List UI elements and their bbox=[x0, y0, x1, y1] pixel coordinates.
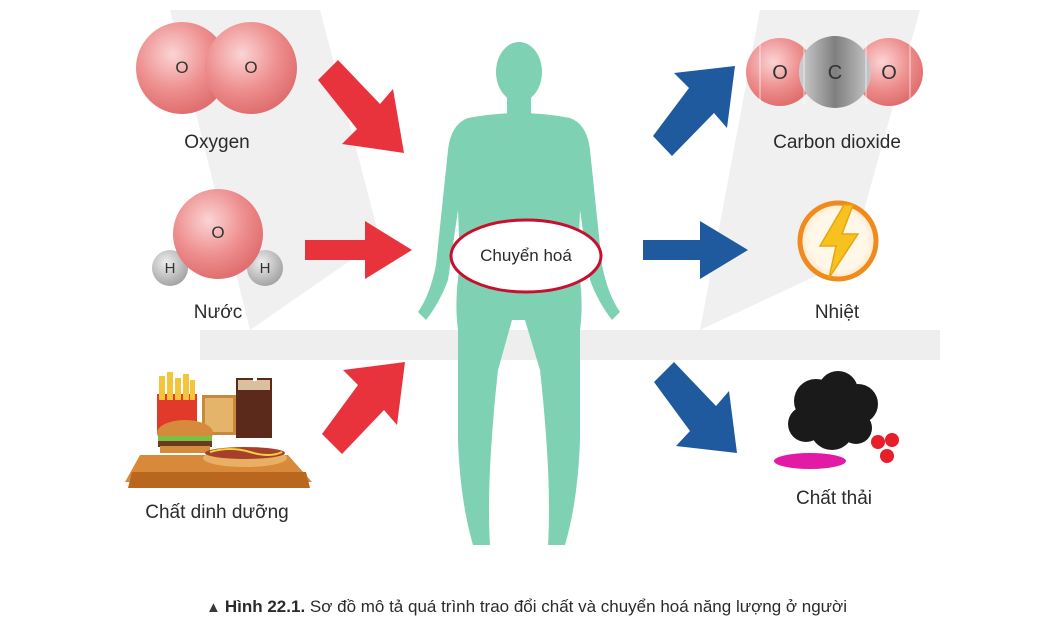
water-label: Nước bbox=[193, 302, 243, 323]
waste-label: Chất thải bbox=[795, 488, 873, 509]
oxygen-atom bbox=[855, 38, 923, 106]
waste-puddle bbox=[774, 453, 846, 469]
atom-symbol: H bbox=[165, 260, 176, 277]
heat-arrow bbox=[643, 221, 748, 279]
human-body bbox=[418, 42, 620, 545]
waste-dots bbox=[871, 433, 899, 463]
atom-symbol: C bbox=[828, 62, 842, 84]
carbon-dioxide-arrow bbox=[653, 66, 735, 156]
triangle-marker-icon: ▲ bbox=[206, 599, 221, 616]
oxygen-atom bbox=[136, 22, 228, 114]
oxygen-molecule bbox=[136, 22, 297, 114]
water-arrow bbox=[305, 221, 412, 279]
atom-symbol: O bbox=[772, 62, 788, 84]
atom-symbol: O bbox=[211, 223, 224, 242]
nutrients-label: Chất dinh dưỡng bbox=[145, 502, 289, 523]
oxygen-atom bbox=[746, 38, 814, 106]
process-label: Chuyển hoá bbox=[480, 246, 572, 265]
water-molecule bbox=[152, 189, 283, 286]
atom-symbol: O bbox=[244, 58, 257, 77]
waste-cloud bbox=[788, 371, 878, 450]
carbon-dioxide-label: Carbon dioxide bbox=[773, 132, 901, 153]
oxygen-atom bbox=[173, 189, 263, 279]
oxygen-arrow bbox=[318, 60, 404, 153]
carbon-atom bbox=[799, 36, 871, 108]
carbon-dioxide-molecule bbox=[746, 36, 923, 108]
oxygen-atom bbox=[205, 22, 297, 114]
figure-number: Hình 22.1. bbox=[224, 597, 306, 616]
waste-arrow bbox=[654, 362, 737, 453]
hydrogen-atom bbox=[152, 250, 188, 286]
atom-symbol: O bbox=[881, 62, 897, 84]
food-tray-icon bbox=[125, 365, 312, 488]
figure-caption: ▲Hình 22.1. Sơ đồ mô tả quá trình trao đ… bbox=[206, 597, 847, 617]
process-node bbox=[449, 218, 603, 294]
heat-icon bbox=[797, 200, 879, 282]
nutrients-arrow bbox=[322, 362, 405, 454]
heat-label: Nhiệt bbox=[814, 302, 860, 323]
waste-icon bbox=[774, 371, 899, 469]
hydrogen-atom bbox=[247, 250, 283, 286]
caption-text: Sơ đồ mô tả quá trình trao đổi chất và c… bbox=[309, 597, 847, 616]
oxygen-label: Oxygen bbox=[184, 132, 250, 153]
atom-symbol: O bbox=[175, 58, 188, 77]
atom-symbol: H bbox=[260, 260, 271, 277]
